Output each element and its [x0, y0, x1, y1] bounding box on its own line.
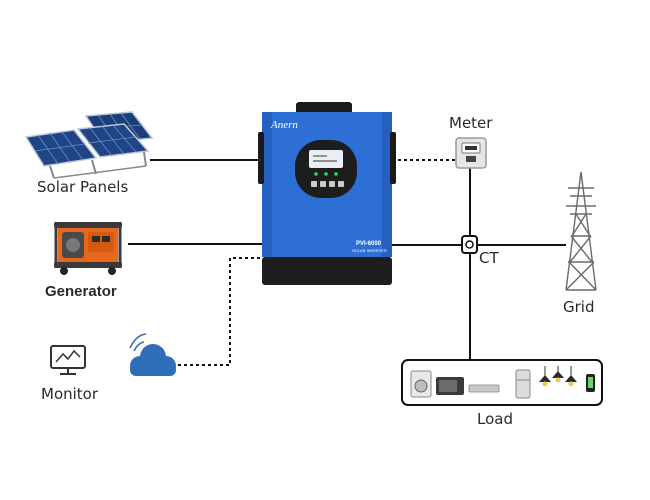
grid-label: Grid	[563, 298, 595, 316]
monitor-icon	[50, 345, 86, 375]
inverter-side-handle-left	[258, 132, 264, 184]
solar-panel-icon	[24, 111, 154, 179]
solar-panels-label: Solar Panels	[37, 178, 129, 196]
led-indicator-2	[324, 172, 328, 176]
current-transformer-icon	[461, 235, 478, 254]
inverter-side-handle-right	[390, 132, 396, 184]
led-indicator-1	[314, 172, 318, 176]
monitor-label: Monitor	[41, 385, 99, 403]
meter-icon	[455, 137, 487, 169]
meter-label: Meter	[449, 114, 493, 132]
ct-label: CT	[479, 249, 499, 267]
inverter-device	[258, 102, 396, 285]
generator-label: Generator	[45, 283, 117, 300]
load-label: Load	[477, 410, 513, 428]
load-box	[401, 359, 603, 406]
appliances-icon	[410, 366, 595, 399]
connection-lines	[128, 159, 566, 360]
inverter-model-label: PVI-6000	[356, 241, 382, 247]
inverter-buttons	[311, 181, 344, 187]
inverter-brand-logo: Anern	[271, 119, 298, 131]
transmission-tower-icon	[565, 171, 597, 291]
monitor-to-inverter-dotted-line	[178, 257, 262, 366]
inverter-display-panel	[295, 140, 357, 198]
generator-icon	[54, 222, 122, 275]
inverter-lcd-screen	[309, 150, 343, 168]
inverter-subtitle-label: SOLAR INVERTER	[352, 248, 387, 253]
cloud-icon	[129, 333, 176, 376]
data-lines	[178, 159, 456, 366]
inverter-base	[262, 257, 392, 285]
led-indicator-3	[334, 172, 338, 176]
